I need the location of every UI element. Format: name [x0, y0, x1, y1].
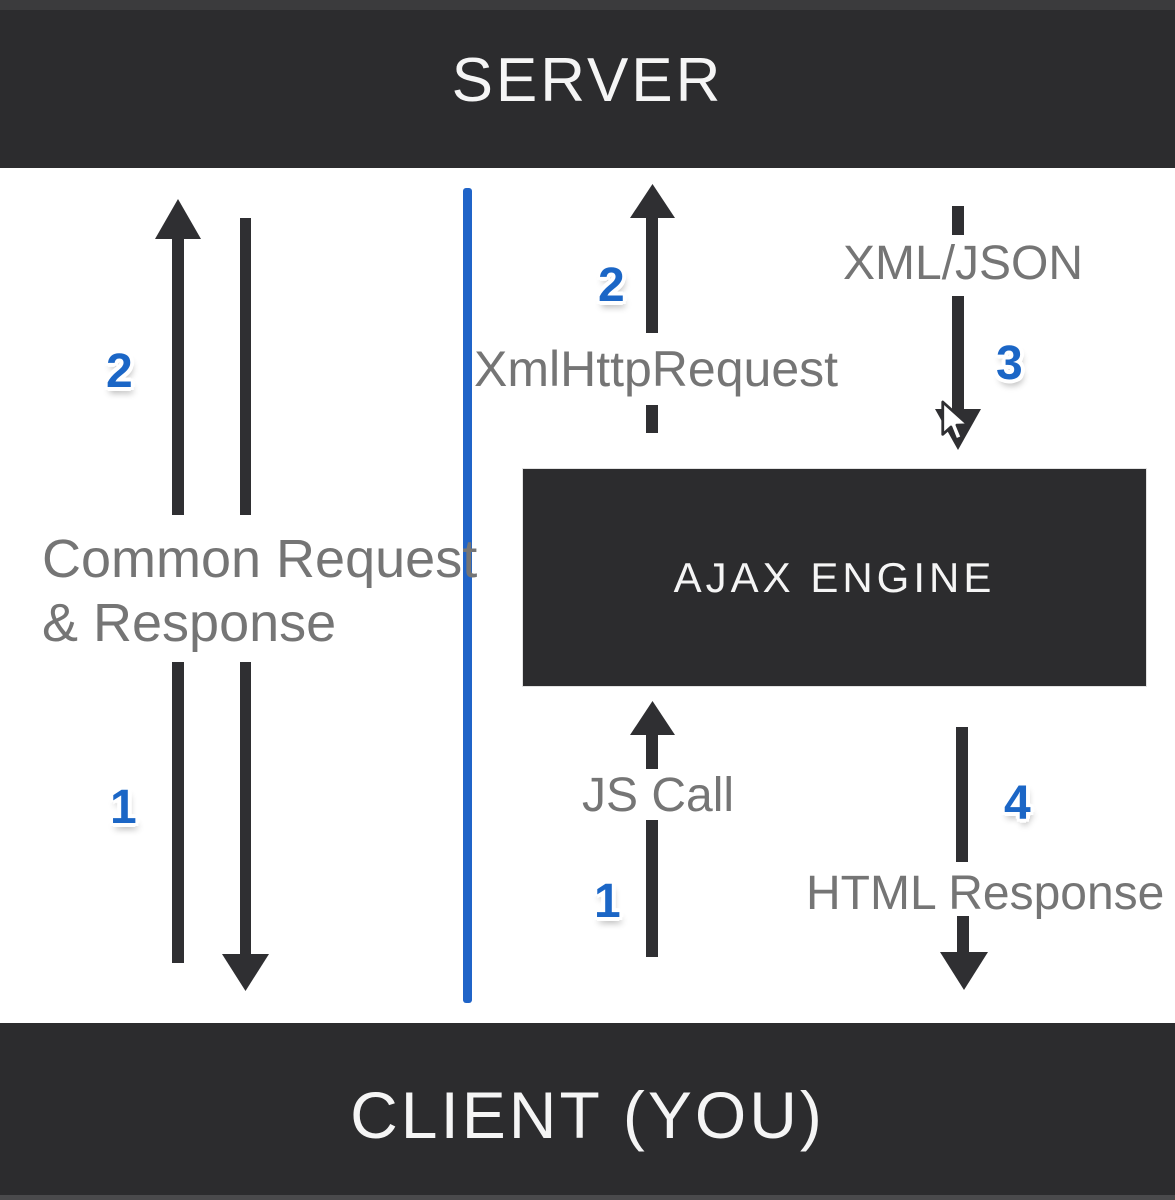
xmljson-label: XML/JSON [843, 237, 1084, 290]
arrow-down-icon [222, 954, 269, 991]
html-response-arrow-down-icon [940, 952, 988, 990]
server-bar-top-strip [0, 0, 1175, 10]
html-response-arrow-shaft [957, 916, 969, 954]
common-request-label: Common Request & Response [42, 528, 477, 655]
client-title: CLIENT (YOU) [350, 1077, 825, 1152]
js-call-arrow-shaft [646, 820, 658, 957]
mouse-pointer-icon [941, 400, 970, 442]
step-badge-left-2: 2 [106, 345, 133, 398]
server-title: SERVER [451, 46, 724, 115]
client-bar-bottom-strip [0, 1195, 1175, 1200]
xmljson-arrow-dash [952, 206, 964, 235]
common-request-line2: & Response [42, 592, 337, 653]
xmljson-arrow-shaft [952, 296, 964, 411]
common-request-line1: Common Request [42, 529, 478, 589]
arrow-up-icon [155, 199, 201, 239]
client-bar: CLIENT (YOU) [0, 1023, 1175, 1200]
xmlhttprequest-arrow-shaft [646, 216, 658, 333]
ajax-engine-label: AJAX ENGINE [673, 553, 996, 601]
server-bar: SERVER [0, 0, 1175, 168]
html-response-label: HTML Response [806, 867, 1165, 920]
step-badge-right-2: 2 [598, 259, 625, 312]
xmlhttprequest-label: XmlHttpRequest [474, 341, 839, 397]
step-badge-right-3: 3 [996, 337, 1023, 390]
arrow-down-shaft [240, 662, 251, 956]
arrow-down-shaft [240, 218, 251, 515]
dashed-arrow-up-icon [630, 184, 675, 218]
html-response-arrow-shaft [956, 727, 968, 862]
js-call-arrow-up-icon [630, 701, 675, 735]
step-badge-left-1: 1 [110, 781, 137, 834]
js-call-label: JS Call [582, 769, 735, 822]
step-badge-right-4: 4 [1004, 777, 1031, 830]
arrow-up-shaft [172, 237, 184, 515]
flow-divider-line [463, 188, 472, 1003]
arrow-up-shaft [172, 662, 184, 963]
xmlhttprequest-arrow-dash [646, 405, 658, 433]
ajax-engine-box: AJAX ENGINE [522, 468, 1147, 687]
step-badge-right-1: 1 [594, 875, 621, 928]
js-call-arrow-shaft [646, 733, 658, 769]
